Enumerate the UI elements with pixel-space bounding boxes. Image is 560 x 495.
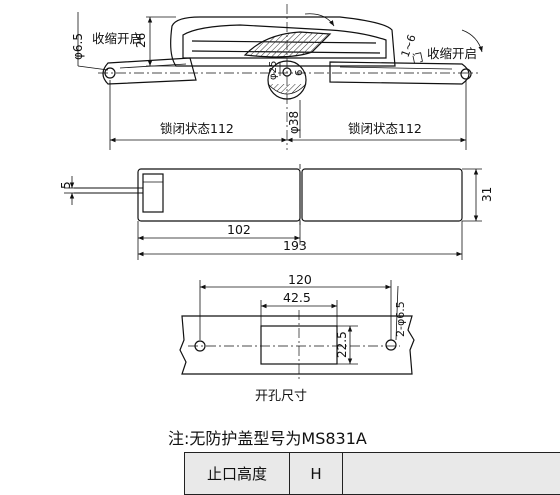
hub-phi38-label: φ38 [287,111,301,134]
lock-body-outline [170,16,396,67]
hub-phi25-label: φ25 [268,61,279,80]
model-note: 注:无防护盖型号为MS831A [168,429,367,448]
right-arm-hole [460,68,472,80]
spec-value-cell [343,453,560,494]
side-left-body [137,168,301,222]
hatched-handle [243,31,332,58]
spec-label-cell: 止口高度 [185,453,290,494]
total-length-label: 193 [283,238,307,253]
cutout-view [179,310,415,382]
right-arm [329,61,470,85]
cutout-dimensions [199,280,399,365]
side-view [74,164,463,226]
spec-table: 止口高度 H [184,452,560,495]
left-action-label: 收缩开启 [92,31,142,46]
cutout-caption: 开孔尺寸 [255,389,307,404]
slot-width-label: 42.5 [283,290,311,305]
slot-height-label: 22.5 [335,331,349,358]
lock-cover [182,24,387,59]
cutout-panel [179,315,415,375]
thickness-label: 5 [59,181,73,189]
door-label: 门 [411,50,425,66]
left-arm [102,57,197,85]
half-length-label: 102 [227,222,251,237]
hole-dia-label: φ6.5 [71,33,85,60]
top-view-dimensions [77,12,483,150]
spec-symbol-cell: H [290,453,343,494]
right-action-label: 收缩开启 [427,46,477,61]
hole-spacing-label: 120 [288,272,312,287]
holes-label: 2-φ6.5 [394,301,407,337]
hub-six-label: 6 [294,70,305,76]
left-state-label: 锁闭状态112 [160,121,234,136]
side-right-body [301,168,463,222]
cutout-hole-right [385,339,397,351]
right-state-label: 锁闭状态112 [348,121,422,136]
height-31-label: 31 [480,187,494,202]
height-26-label: 26 [134,33,148,48]
side-view-dimensions [64,168,482,260]
top-view [98,4,478,150]
side-handle-block [142,173,164,213]
